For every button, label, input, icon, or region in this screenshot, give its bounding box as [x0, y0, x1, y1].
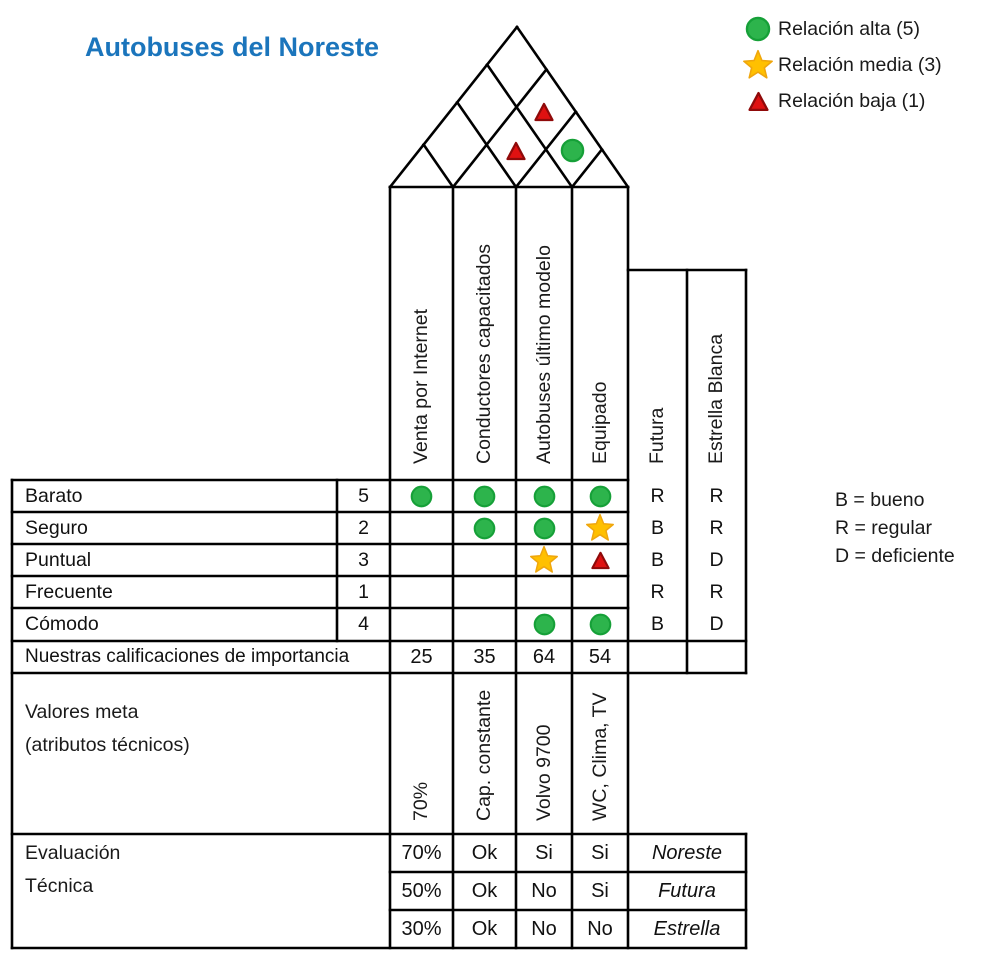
technical-evaluation-label: Evaluación	[25, 842, 121, 864]
customer-requirement-label: Puntual	[25, 548, 92, 571]
relationship-cell	[529, 545, 559, 575]
competitor-rating: R	[650, 484, 665, 507]
competitor-rating: B	[650, 516, 664, 539]
low-relation-icon	[742, 90, 774, 113]
evaluation-value: No	[531, 879, 557, 902]
evaluation-value: 70%	[401, 841, 442, 864]
legend-item-low: Relación baja (1)	[742, 83, 942, 119]
evaluation-value: 50%	[401, 879, 442, 902]
relationship-legend: Relación alta (5) Relación media (3) Rel…	[742, 11, 942, 119]
target-values-sublabel: (atributos técnicos)	[25, 734, 190, 756]
relationship-cell	[410, 485, 433, 508]
target-value: Cap. constante	[473, 689, 495, 821]
customer-requirement-label: Seguro	[25, 516, 88, 539]
evaluation-company: Noreste	[651, 841, 723, 864]
medium-relation-icon	[742, 49, 774, 81]
competitor-rating: R	[709, 484, 724, 507]
evaluation-value: Ok	[471, 917, 498, 940]
evaluation-value: 30%	[401, 917, 442, 940]
competitor-rating: B	[650, 548, 664, 571]
evaluation-value: No	[587, 917, 613, 940]
target-value: WC, Clima, TV	[588, 692, 611, 821]
rating-key-regular: R = regular	[835, 517, 933, 539]
relationship-cell	[590, 550, 611, 571]
competitor-rating: D	[709, 612, 724, 635]
legend-item-medium: Relación media (3)	[742, 47, 942, 83]
competitor-rating: R	[650, 580, 665, 603]
tech-attribute-header: Autobuses último modelo	[532, 245, 555, 464]
legend-label: Relación baja (1)	[778, 89, 926, 112]
target-value: 70%	[410, 781, 432, 821]
relationship-cell	[533, 613, 556, 636]
evaluation-value: Si	[591, 841, 609, 864]
roof-correlation-symbol	[505, 140, 527, 162]
tech-attribute-header: Equipado	[588, 381, 611, 464]
relationship-cell	[533, 517, 556, 540]
importance-score: 25	[410, 645, 433, 668]
target-value: Volvo 9700	[532, 724, 555, 821]
page-title: Autobuses del Noreste	[84, 32, 380, 62]
evaluation-value: Ok	[471, 841, 498, 864]
roof-correlation-symbol	[560, 138, 585, 163]
evaluation-value: Ok	[471, 879, 498, 902]
importance-weight: 1	[358, 580, 369, 603]
customer-requirement-label: Frecuente	[25, 580, 113, 603]
relationship-cell	[473, 485, 496, 508]
customer-requirement-label: Barato	[25, 484, 83, 507]
importance-score: 54	[588, 645, 612, 668]
evaluation-value: Si	[591, 879, 609, 902]
importance-score: 35	[473, 645, 496, 668]
tech-attribute-header: Venta por Internet	[410, 308, 432, 464]
relationship-cell	[533, 485, 556, 508]
evaluation-company: Futura	[658, 879, 716, 902]
target-values-label: Valores meta	[25, 701, 139, 723]
legend-label: Relación media (3)	[778, 53, 942, 76]
evaluation-company: Estrella	[653, 917, 721, 940]
importance-weight: 4	[358, 612, 369, 635]
importance-row-label: Nuestras calificaciones de importancia	[25, 646, 350, 667]
competitor-header: Futura	[646, 407, 668, 464]
relationship-cell	[473, 517, 496, 540]
competitor-rating: R	[709, 516, 724, 539]
competitor-rating: B	[650, 612, 664, 635]
customer-requirement-label: Cómodo	[25, 612, 99, 635]
rating-key-bueno: B = bueno	[835, 489, 925, 511]
importance-weight: 2	[358, 516, 369, 539]
competitor-header: Estrella Blanca	[705, 333, 727, 464]
evaluation-value: Si	[535, 841, 553, 864]
evaluation-value: No	[531, 917, 557, 940]
competitor-rating: R	[709, 580, 724, 603]
competitor-rating: D	[709, 548, 724, 571]
roof-correlation-symbol	[533, 101, 555, 123]
legend-label: Relación alta (5)	[778, 17, 920, 40]
rating-key: B = bueno R = regular D = deficiente	[835, 486, 955, 570]
importance-weight: 5	[358, 484, 369, 507]
relationship-cell	[589, 613, 612, 636]
technical-evaluation-sublabel: Técnica	[25, 875, 94, 897]
rating-key-deficiente: D = deficiente	[835, 545, 955, 567]
legend-item-high: Relación alta (5)	[742, 11, 942, 47]
importance-score: 64	[532, 645, 556, 668]
high-relation-icon	[742, 16, 774, 42]
importance-weight: 3	[358, 548, 369, 571]
relationship-cell	[589, 485, 612, 508]
relationship-cell	[585, 513, 615, 543]
tech-attribute-header: Conductores capacitados	[473, 243, 495, 464]
